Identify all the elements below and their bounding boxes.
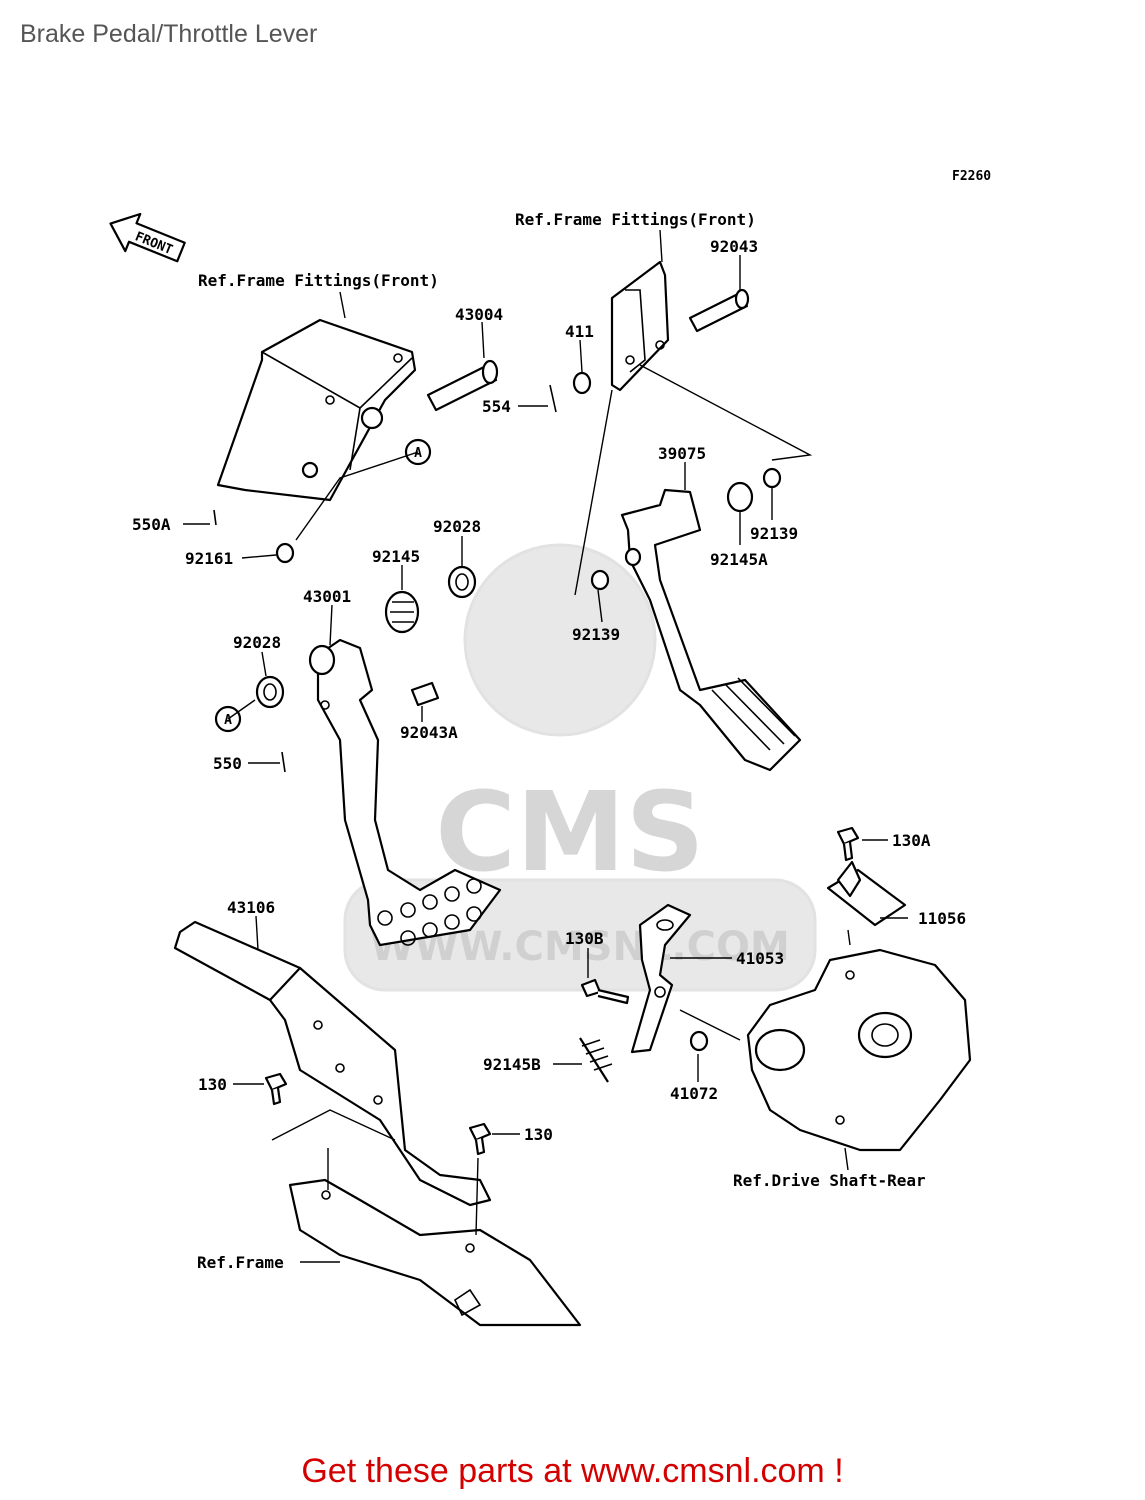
part-label-92145A: 92145A [710, 550, 768, 569]
ref-drive-shaft-rear: Ref.Drive Shaft-Rear [733, 1171, 926, 1190]
part-label-130-left: 130 [198, 1075, 227, 1094]
part-label-550: 550 [213, 754, 242, 773]
front-arrow: FRONT [109, 212, 186, 263]
arm-41053 [630, 903, 692, 1054]
washer-411 [572, 371, 592, 395]
bolt-130-right [468, 1122, 492, 1156]
part-label-92161: 92161 [185, 549, 233, 568]
right-frame-bracket [610, 260, 670, 392]
brake-pedal [308, 638, 502, 947]
part-labels: 92043 43004 411 554 39075 92139 92145A 9… [132, 237, 966, 1144]
pin-92043 [688, 288, 750, 333]
throttle-pedal [590, 467, 802, 772]
brake-pedal-pad-holes [377, 878, 482, 946]
part-label-92145: 92145 [372, 547, 420, 566]
part-label-92145B: 92145B [483, 1055, 541, 1074]
watermark-brand: CMS [435, 768, 704, 896]
part-label-92043A: 92043A [400, 723, 458, 742]
cotter-550A [213, 509, 217, 526]
drive-shaft-housing [746, 948, 972, 1152]
spring-92145 [384, 590, 420, 634]
cotter-550 [281, 751, 286, 773]
cotter-554 [549, 384, 557, 413]
part-label-11056: 11056 [918, 909, 966, 928]
page-title: Brake Pedal/Throttle Lever [20, 20, 318, 48]
ref-frame-fittings-front-right: Ref.Frame Fittings(Front) [515, 210, 756, 229]
part-label-411: 411 [565, 322, 594, 341]
bolt-130B [580, 978, 630, 1005]
bolt-130A [836, 826, 860, 862]
part-label-92028-lower: 92028 [233, 633, 281, 652]
callout-a-upper-label: A [414, 446, 422, 461]
plate-11056 [826, 860, 907, 927]
part-label-41053: 41053 [736, 949, 784, 968]
bushing-92028-upper [447, 565, 477, 599]
part-label-92043: 92043 [710, 237, 758, 256]
bushing-92028-lower [255, 675, 285, 709]
part-label-130B: 130B [565, 929, 604, 948]
part-label-130A: 130A [892, 831, 931, 850]
leader-lines [183, 255, 908, 1236]
nut-92161 [275, 542, 295, 564]
frame-section [288, 1178, 582, 1327]
nut-41072 [689, 1030, 709, 1052]
ref-frame-fittings-front-left: Ref.Frame Fittings(Front) [198, 271, 439, 290]
parking-lever [173, 920, 492, 1207]
spring-92145B [579, 1037, 613, 1083]
part-label-43001: 43001 [303, 587, 351, 606]
part-label-39075: 39075 [658, 444, 706, 463]
part-label-92028-upper: 92028 [433, 517, 481, 536]
left-frame-bracket [216, 318, 417, 502]
ref-frame: Ref.Frame [197, 1253, 284, 1272]
front-arrow-icon [109, 212, 186, 263]
part-label-92139-lower: 92139 [572, 625, 620, 644]
part-label-554: 554 [482, 397, 511, 416]
callout-a-lower-label: A [224, 713, 232, 728]
watermark-mascot [463, 543, 657, 737]
pin-92043A [410, 681, 440, 707]
part-label-550A: 550A [132, 515, 171, 534]
part-label-41072: 41072 [670, 1084, 718, 1103]
diagram-code: F2260 [952, 169, 991, 184]
part-label-43106: 43106 [227, 898, 275, 917]
bolt-130-left [264, 1072, 288, 1106]
part-label-92139-upper: 92139 [750, 524, 798, 543]
part-label-43004: 43004 [455, 305, 503, 324]
pin-43004 [426, 359, 499, 412]
footer-promo-text[interactable]: Get these parts at www.cmsnl.com ! [301, 1452, 844, 1490]
part-label-130-right: 130 [524, 1125, 553, 1144]
